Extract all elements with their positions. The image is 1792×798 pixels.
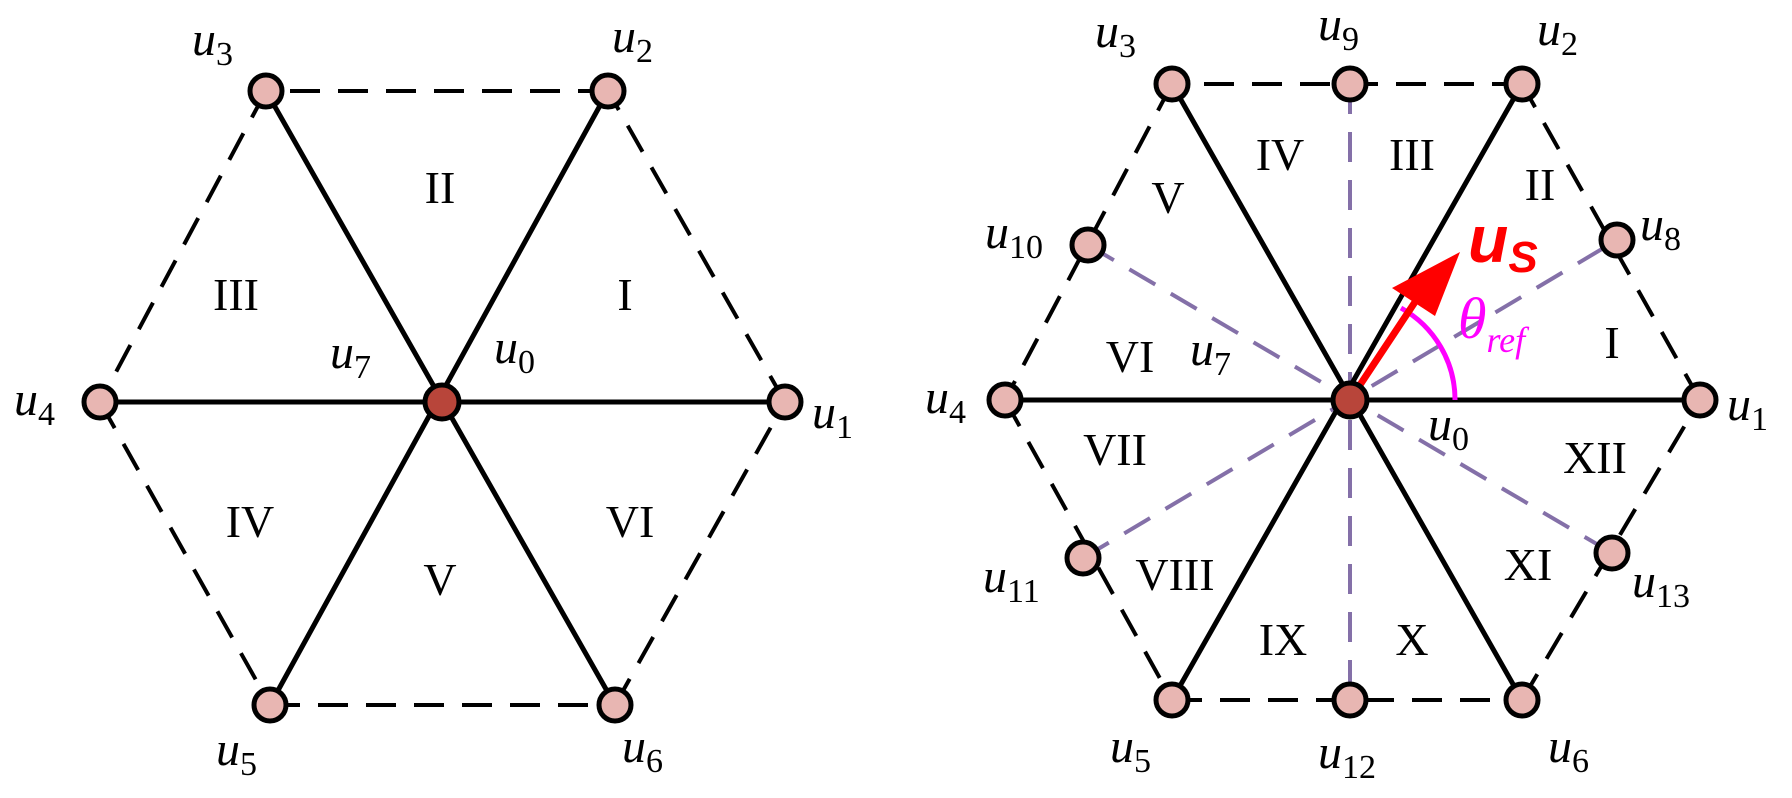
right-label-u11: u11	[983, 550, 1040, 610]
right-label-u7: u7	[1190, 323, 1231, 383]
left-vertex-labels: u1 u2 u3 u4 u5 u6 u7 u0	[14, 10, 853, 783]
right-label-u9: u9	[1318, 0, 1359, 58]
right-node-u11	[1064, 539, 1102, 577]
right-label-u10: u10	[985, 206, 1043, 266]
right-label-u3: u3	[1095, 5, 1136, 65]
right-node-u12	[1331, 681, 1369, 719]
left-edge-u3-u4	[98, 90, 268, 403]
left-node-u5	[251, 686, 289, 724]
right-label-u1: u1	[1727, 378, 1768, 438]
right-region-II: II	[1525, 159, 1556, 210]
left-label-u0: u0	[494, 321, 535, 381]
left-region-labels: I II III IV V VI	[213, 162, 654, 605]
right-node-u1	[1681, 381, 1719, 419]
right-node-u4	[986, 381, 1024, 419]
right-label-u13: u13	[1632, 555, 1690, 615]
right-region-IX: IX	[1259, 614, 1308, 665]
right-node-u9	[1331, 65, 1369, 103]
right-hexagon	[986, 65, 1719, 719]
right-label-u0: u0	[1428, 398, 1469, 458]
left-region-IV: IV	[226, 496, 275, 547]
right-label-u5: u5	[1110, 720, 1151, 780]
left-region-II: II	[425, 162, 456, 213]
right-region-V: V	[1151, 172, 1184, 223]
right-region-I: I	[1604, 317, 1619, 368]
theta-ref-arc	[1399, 305, 1458, 401]
us-vector-label: uS	[1468, 202, 1538, 282]
right-node-u10	[1069, 226, 1107, 264]
right-node-u8	[1598, 221, 1636, 259]
right-node-u2	[1503, 65, 1541, 103]
left-edge-u6-u1	[613, 401, 787, 706]
right-region-VI: VI	[1106, 331, 1155, 382]
right-node-u3	[1153, 65, 1191, 103]
right-node-u13	[1593, 534, 1631, 572]
right-node-u5	[1153, 681, 1191, 719]
right-region-VIII: VIII	[1135, 549, 1214, 600]
left-hexagon	[81, 72, 804, 724]
right-label-u4: u4	[925, 371, 966, 431]
left-label-u2: u2	[612, 10, 653, 70]
right-label-u6: u6	[1548, 720, 1589, 780]
right-edge-u1-u2	[1520, 83, 1702, 401]
right-node-center	[1330, 380, 1370, 420]
left-region-III: III	[213, 269, 259, 320]
theta-ref-label: θref	[1458, 286, 1530, 360]
left-label-u3: u3	[192, 13, 233, 73]
right-label-u12: u12	[1318, 726, 1376, 786]
right-region-XI: XI	[1504, 539, 1553, 590]
left-label-u4: u4	[14, 373, 55, 433]
right-label-u8: u8	[1640, 198, 1681, 258]
right-node-u6	[1503, 681, 1541, 719]
left-node-u6	[596, 686, 634, 724]
right-edge-u6-u1	[1520, 398, 1702, 702]
right-region-IV: IV	[1256, 129, 1305, 180]
left-region-VI: VI	[606, 496, 655, 547]
left-node-u4	[81, 383, 119, 421]
right-edge-u3-u4	[1003, 83, 1174, 401]
left-edge-u4-u5	[98, 401, 272, 706]
left-edge-u1-u2	[606, 90, 787, 403]
us-vector-arrowhead	[1392, 252, 1460, 316]
right-region-labels: I II III IV V VI VII VIII IX X XI XII	[1083, 129, 1627, 665]
left-node-u1	[766, 383, 804, 421]
right-label-u2: u2	[1537, 3, 1578, 63]
left-node-u3	[247, 72, 285, 110]
right-region-XII: XII	[1563, 432, 1627, 483]
left-node-center	[422, 382, 462, 422]
left-label-u5: u5	[216, 723, 257, 783]
left-node-u2	[589, 72, 627, 110]
right-region-III: III	[1389, 129, 1435, 180]
us-vector-shaft	[1347, 300, 1418, 402]
left-region-V: V	[423, 554, 456, 605]
left-label-u7: u7	[330, 326, 371, 386]
right-vertex-labels: u1 u2 u3 u4 u5 u6 u7 u0 u8 u9 u10 u11 u1…	[925, 0, 1768, 786]
left-label-u6: u6	[622, 720, 663, 780]
right-region-VII: VII	[1083, 424, 1147, 475]
right-region-X: X	[1395, 614, 1428, 665]
left-label-u1: u1	[812, 386, 853, 446]
left-region-I: I	[617, 269, 632, 320]
